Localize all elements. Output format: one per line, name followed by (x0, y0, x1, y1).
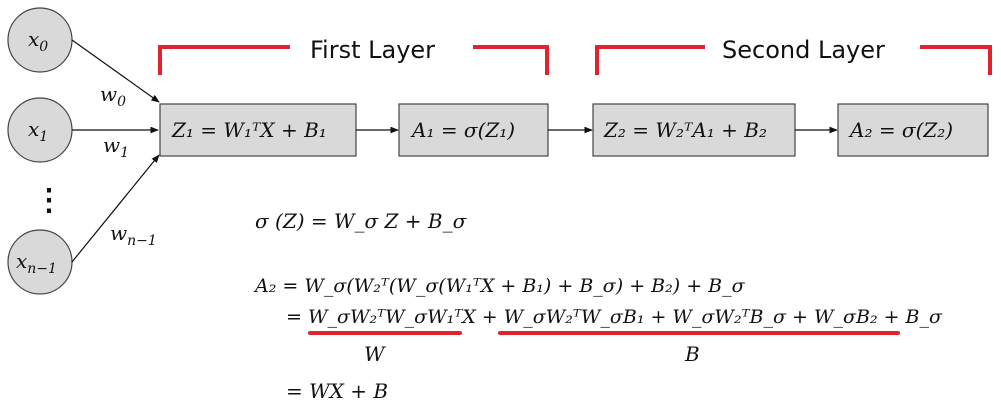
second-layer-bracket-right (920, 45, 992, 75)
box-a1 (398, 103, 549, 157)
final-equation: = WX + B (286, 379, 388, 403)
sigma-definition: σ (Z) = W_σ Z + B_σ (255, 209, 468, 233)
a2-expansion-line1: A₂ = W_σ(W₂ᵀ(W_σ(W₁ᵀX + B₁) + B_σ) + B₂)… (253, 275, 746, 297)
weight-label-w1: w1 (103, 133, 129, 161)
input-label-x0: x0 (28, 27, 48, 55)
box-a2 (837, 103, 989, 157)
a2-expansion-line2: = W_σW₂ᵀW_σW₁ᵀX + W_σW₂ᵀW_σB₁ + W_σW₂ᵀB_… (286, 306, 943, 328)
input-label-xn1: xn−1 (16, 249, 57, 277)
box-z2 (592, 103, 796, 157)
first-layer-bracket-right (473, 45, 549, 75)
weight-label-wn1: wn−1 (110, 221, 157, 249)
weight-arrow-w0 (71, 39, 160, 103)
second-layer-title: Second Layer (722, 36, 885, 64)
box-a2-text: A₂ = σ(Z₂) (848, 118, 953, 142)
input-ellipsis: ⋮ (34, 183, 64, 218)
weight-arrow-wn1 (71, 154, 160, 263)
weight-label-w0: w0 (100, 82, 126, 110)
label-b: B (684, 342, 700, 366)
label-w: W (364, 342, 386, 366)
box-z2-text: Z₂ = W₂ᵀA₁ + B₂ (603, 118, 767, 142)
box-z1-text: Z₁ = W₁ᵀX + B₁ (171, 118, 327, 142)
input-label-x1: x1 (28, 117, 48, 145)
first-layer-bracket-left (158, 45, 290, 75)
second-layer-bracket-left (595, 45, 705, 75)
box-a1-text: A₁ = σ(Z₁) (410, 118, 515, 142)
first-layer-title: First Layer (310, 36, 435, 64)
box-z1 (159, 103, 357, 157)
